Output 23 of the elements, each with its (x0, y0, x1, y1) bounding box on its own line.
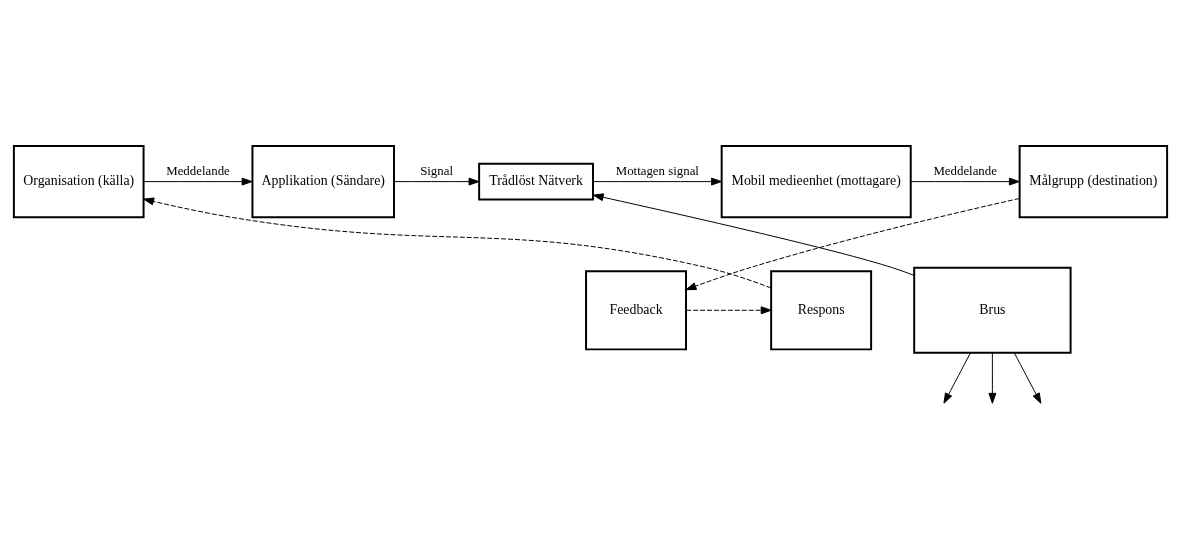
node-box: Målgrupp (destination) (1018, 144, 1169, 218)
node-box: Applikation (Sändare) (251, 144, 395, 218)
arrow (685, 197, 1020, 290)
node-box: Organisation (källa) (12, 144, 145, 218)
edge-label: Meddelande (166, 163, 230, 178)
arrow (943, 352, 971, 404)
arrow (143, 197, 772, 288)
node-box: Trådlöst Nätverk (478, 162, 594, 200)
arrow (592, 177, 722, 186)
node-box: Brus (913, 266, 1072, 354)
edge-label: Mottagen signal (615, 163, 699, 178)
node-box: Feedback (585, 269, 687, 350)
arrow (685, 305, 772, 314)
edge-label: Meddelande (933, 163, 997, 178)
node-box: Respons (770, 269, 873, 350)
node-box: Mobil medieenhet (mottagare) (720, 144, 912, 218)
edge-label: Signal (420, 163, 454, 178)
arrow (1013, 352, 1042, 404)
arrow (393, 177, 480, 186)
arrow (143, 177, 253, 186)
arrow (910, 177, 1020, 186)
arrow (592, 192, 915, 276)
arrow (988, 352, 997, 404)
